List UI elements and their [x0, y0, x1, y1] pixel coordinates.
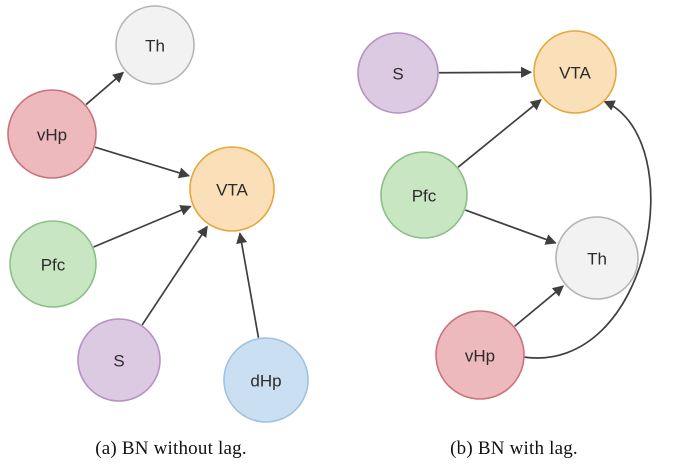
node-circle-vhp[interactable]: [435, 310, 525, 400]
edge-pfc-to-vta: [457, 99, 542, 168]
node-vhp[interactable]: vHp: [435, 310, 525, 400]
node-vta[interactable]: VTA: [533, 30, 617, 114]
node-circle-th[interactable]: [115, 5, 195, 85]
edge-vhp-to-vta: [94, 146, 191, 179]
node-label-pfc: Pfc: [412, 187, 437, 206]
node-circle-pfc[interactable]: [380, 151, 468, 239]
node-th[interactable]: Th: [115, 5, 195, 85]
node-circle-dhp[interactable]: [223, 337, 309, 423]
node-pfc[interactable]: Pfc: [9, 220, 97, 308]
node-label-th: Th: [145, 37, 165, 56]
edge-pfc-to-vta: [93, 205, 192, 248]
edge-layer-a: [85, 71, 260, 338]
edge-s-to-vta: [438, 66, 533, 78]
caption-panel-b: (b) BN with lag.: [450, 438, 578, 459]
node-circle-vhp[interactable]: [7, 89, 97, 179]
edge-s-to-vta: [141, 225, 208, 326]
node-label-s: S: [392, 65, 403, 84]
node-vhp[interactable]: vHp: [7, 89, 97, 179]
node-dhp[interactable]: dHp: [223, 337, 309, 423]
node-label-vhp: vHp: [37, 126, 67, 145]
node-label-pfc: Pfc: [41, 256, 66, 275]
node-label-vhp: vHp: [465, 347, 495, 366]
node-label-s: S: [113, 352, 124, 371]
caption-row: (a) BN without lag. (b) BN with lag.: [0, 432, 685, 475]
edge-vhp-to-th: [514, 285, 564, 327]
edge-layer-b: [438, 66, 652, 359]
node-circle-vta[interactable]: [533, 30, 617, 114]
node-label-vta: VTA: [559, 64, 591, 83]
node-circle-vta[interactable]: [189, 146, 275, 232]
node-label-th: Th: [587, 250, 607, 269]
node-vta[interactable]: VTA: [189, 146, 275, 232]
node-label-vta: VTA: [216, 181, 248, 200]
edge-pfc-to-th: [465, 209, 557, 245]
node-label-dhp: dHp: [250, 372, 281, 391]
node-circle-s[interactable]: [77, 318, 161, 402]
edge-vhp-to-th: [85, 71, 125, 106]
edge-vhp-to-vta: [523, 100, 652, 359]
node-circle-pfc[interactable]: [9, 220, 97, 308]
edge-dhp-to-vta: [236, 232, 260, 338]
node-circle-s[interactable]: [357, 32, 439, 114]
node-s[interactable]: S: [357, 32, 439, 114]
caption-panel-a: (a) BN without lag.: [95, 438, 247, 459]
node-pfc[interactable]: Pfc: [380, 151, 468, 239]
node-th[interactable]: Th: [555, 216, 639, 300]
node-s[interactable]: S: [77, 318, 161, 402]
node-circle-th[interactable]: [555, 216, 639, 300]
